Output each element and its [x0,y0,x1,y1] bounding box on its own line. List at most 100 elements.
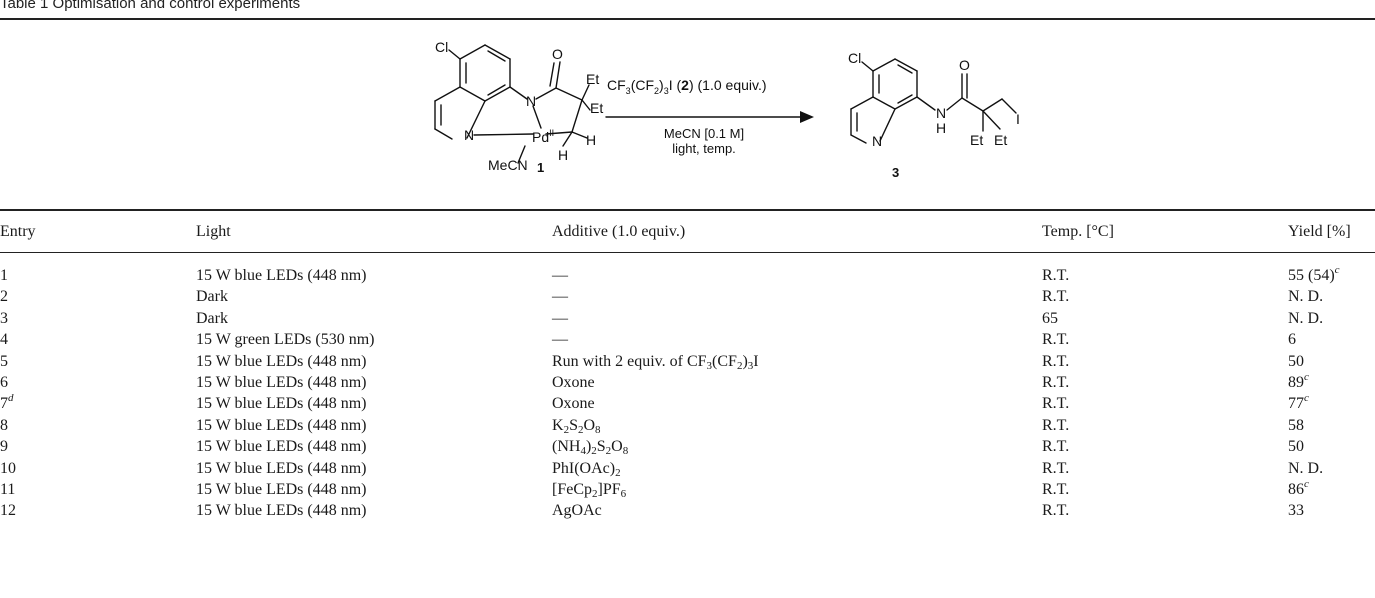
footnote-mark: c [1334,264,1340,276]
mecn-label: MeCN [488,157,528,173]
ch-bond-1 [571,131,588,139]
cell-temp: R.T. [1042,502,1070,520]
subscript: 8 [622,445,629,458]
cell-temp: R.T. [1042,288,1070,306]
ethyl-label-2: Et [590,100,603,116]
cell-entry: 3 [0,309,8,327]
cell-entry: 9 [0,438,8,456]
product-ethyl-label-2: Et [994,132,1007,148]
subscript: 6 [620,487,627,500]
cell-light: 15 W blue LEDs (448 nm) [196,267,367,284]
cell-additive: Oxone [552,373,595,391]
subscript: 2 [592,487,598,500]
product-n-carbonyl-bond [946,97,963,111]
cell-yield: 33 [1288,502,1304,520]
subscript: 2 [591,445,597,458]
product-cl-label: Cl [848,50,861,66]
c-cl-bond [448,49,461,60]
cell-light: 15 W blue LEDs (448 nm) [196,373,367,391]
cell-yield: 86c [1288,477,1309,498]
n-pd-bond [532,105,542,129]
cell-entry: 5 [0,352,8,370]
top-rule [0,18,1375,20]
cell-entry: 12 [0,502,16,520]
quaternary-ch2-bond [571,99,583,133]
cell-light: Dark [196,309,228,327]
cell-additive: — [552,288,568,306]
reaction-arrowhead [800,111,814,123]
cell-temp: R.T. [1042,331,1070,349]
cell-entry: 1 [0,267,8,284]
reagent-label: CF3(CF2)3I (2) (1.0 equiv.) [607,77,767,96]
cell-yield: N. D. [1288,309,1324,327]
reaction-scheme: Cl O N N Et Et PdII H H MeCN 1 CF3(CF2)3… [434,39,1020,180]
cell-additive: [FeCp2]PF6 [552,480,627,500]
product-n-label: N [936,105,946,121]
product-lower-ring [850,96,896,144]
cell-yield: 89c [1288,370,1309,391]
ch2-pd-bond [545,131,573,135]
cell-additive: AgOAc [552,502,602,520]
results-table: Entry Light Additive (1.0 equiv.) Temp. … [0,222,1375,523]
cell-entry: 6 [0,373,8,391]
footnote-mark: c [1304,477,1309,490]
carbonyl-quaternary-bond [555,87,583,101]
cell-light: 15 W blue LEDs (448 nm) [196,459,367,477]
quinoline-lower-ring [434,86,486,140]
cell-temp: R.T. [1042,438,1070,456]
subscript: 8 [595,423,601,436]
product-h-label: H [936,120,946,136]
cell-temp: R.T. [1042,395,1070,413]
cell-entry: 4 [0,331,8,349]
cell-temp: R.T. [1042,416,1070,434]
header-additive: Additive (1.0 equiv.) [552,223,686,240]
product-ethyl-bond-2 [982,110,1001,130]
footnote-mark: c [1304,370,1309,383]
subscript: 3 [706,359,713,372]
cell-additive: — [552,331,568,349]
cell-entry: 8 [0,416,8,434]
cell-yield: 55 (54)c [1288,264,1340,285]
compound-1-label: 1 [537,160,544,175]
subscript: 3 [747,359,754,372]
product-c-cl-bond [861,61,874,72]
cell-additive: — [552,267,568,284]
subscript: 2 [615,466,621,479]
ethyl-bond-1 [581,84,590,101]
carbonyl-double-bond-b [549,62,555,87]
cell-temp: R.T. [1042,459,1070,477]
cell-entry: 7d [0,392,14,413]
cell-additive: K2S2O8 [552,416,601,436]
cell-yield: 58 [1288,416,1304,434]
palladium-label: PdII [532,128,554,145]
carbonyl-double-bond-a [555,61,561,89]
cell-additive: Oxone [552,395,595,413]
cell-additive: — [552,309,568,327]
cell-additive: (NH4)2S2O8 [552,438,629,458]
cell-yield: 6 [1288,331,1296,349]
footnote-mark: c [1304,392,1309,405]
cl-label: Cl [435,39,448,55]
table-header-row: Entry Light Additive (1.0 equiv.) Temp. … [0,222,1375,252]
subscript: 2 [563,423,570,436]
conditions-label: light, temp. [672,141,736,156]
cell-light: 15 W green LEDs (530 nm) [196,331,375,349]
table-row: 4 15 W green LEDs (530 nm) — R.T. 6 [0,330,1375,351]
header-yield: Yield [%] [1288,223,1351,240]
cell-light: 15 W blue LEDs (448 nm) [196,480,367,498]
cell-temp: R.T. [1042,267,1070,284]
ethyl-bond-2 [581,99,591,111]
h-label-1: H [586,132,596,148]
cell-temp: R.T. [1042,480,1070,498]
header-temp: Temp. [°C] [1042,223,1114,240]
quinoline-n-label: N [464,127,474,143]
iodo-label: I [1016,111,1020,127]
cell-yield: 50 [1288,352,1304,370]
solvent-label: MeCN [0.1 M] [664,126,744,141]
product-aryl-n-bond [916,96,936,111]
